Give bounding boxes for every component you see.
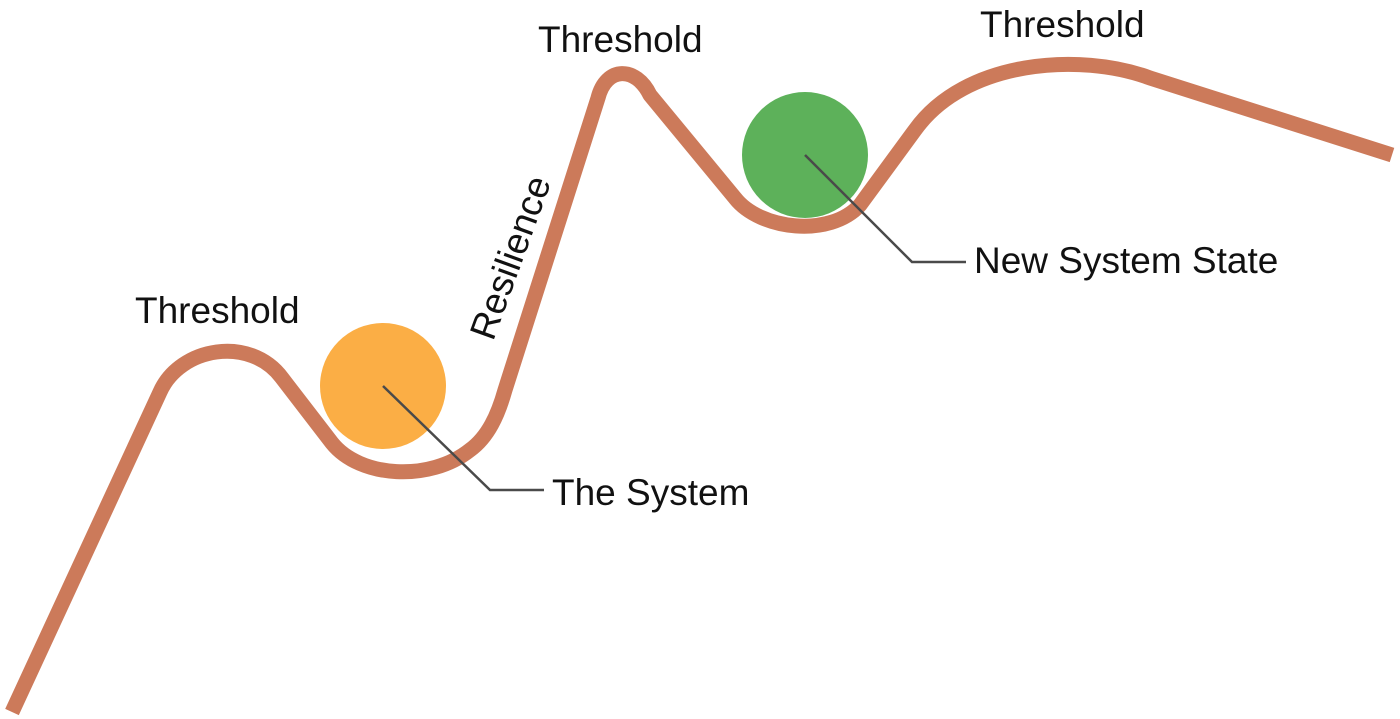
the-system-leader-line [382, 385, 544, 492]
threshold-right-label: Threshold [980, 4, 1145, 45]
new-system-state-label: New System State [974, 240, 1278, 281]
landscape-curve [5, 56, 1395, 716]
the-system-label: The System [552, 472, 749, 513]
threshold-middle-label: Threshold [538, 19, 703, 60]
threshold-left-label: Threshold [135, 290, 300, 331]
new-state-leader-line [804, 154, 966, 264]
